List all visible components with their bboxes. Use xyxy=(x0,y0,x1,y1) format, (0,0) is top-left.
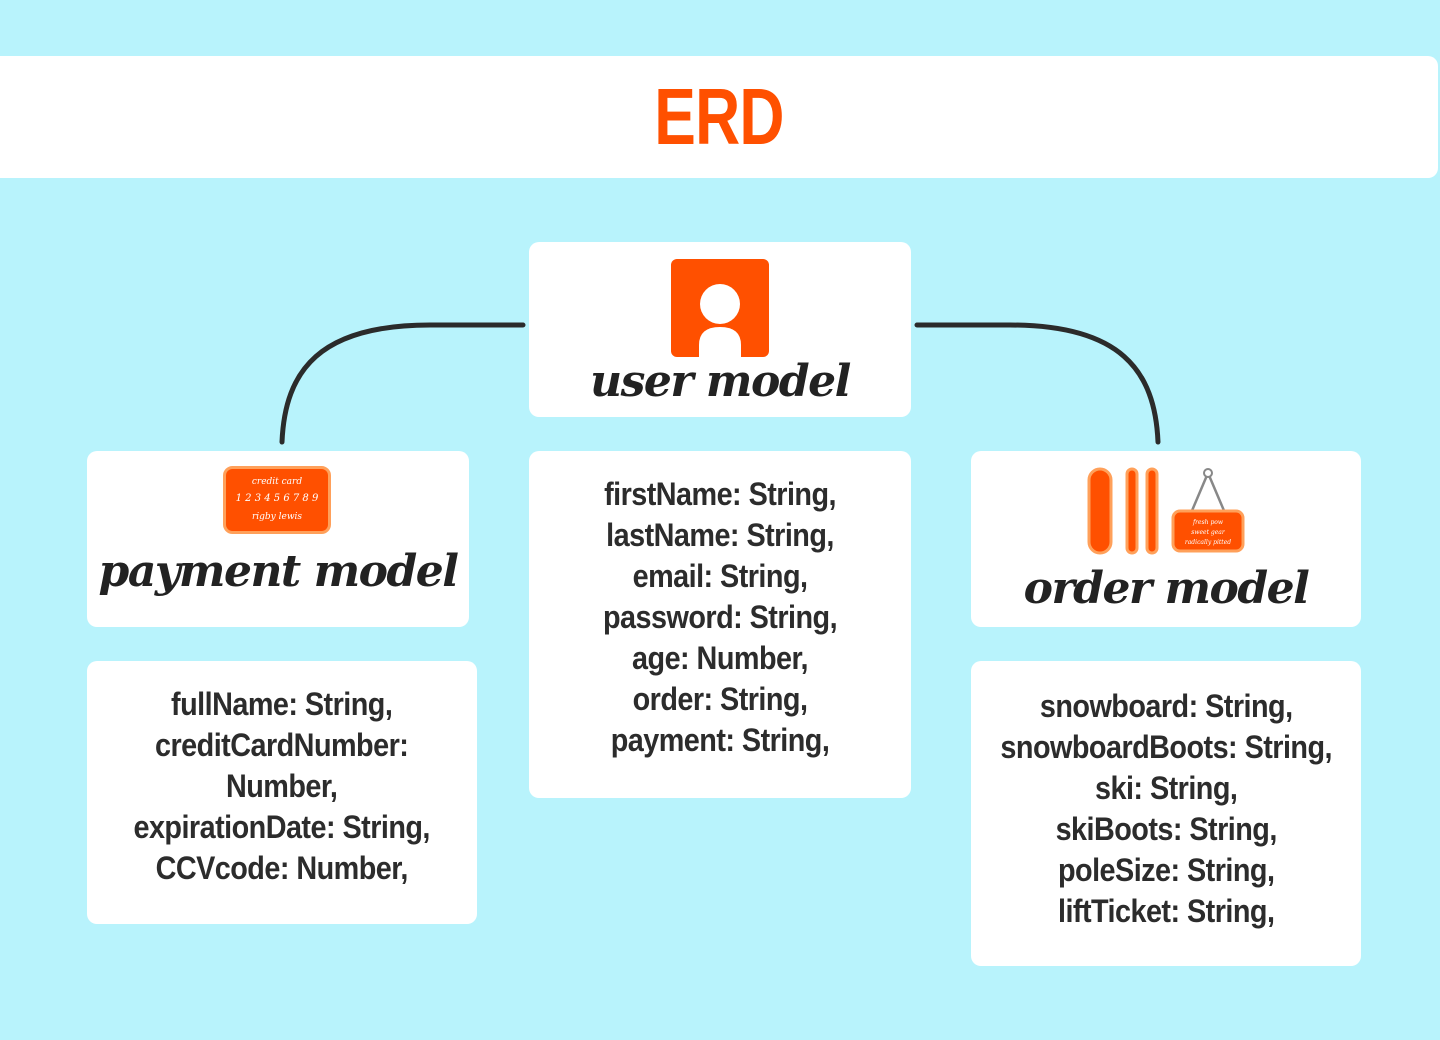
user-field: lastName: String, xyxy=(606,517,834,553)
order-field: liftTicket: String, xyxy=(1057,892,1275,929)
user-field: payment: String, xyxy=(610,722,830,758)
ski-equipment-icon: fresh pow sweet gear radically pitted xyxy=(1087,467,1245,555)
order-field: skiBoots: String, xyxy=(1055,810,1277,847)
order-field: snowboardBoots: String, xyxy=(1000,728,1332,765)
order-field: snowboard: String, xyxy=(1039,687,1293,724)
payment-field: CCVcode: Number, xyxy=(155,850,409,886)
user-field: order: String, xyxy=(632,681,808,717)
payment-model-card: credit card 1 2 3 4 5 6 7 8 9 rigby lewi… xyxy=(87,451,469,627)
order-model-card: fresh pow sweet gear radically pitted or… xyxy=(971,451,1361,627)
sign-text-line1: fresh pow xyxy=(1192,519,1224,526)
sign-text-line3: radically pitted xyxy=(1185,539,1231,546)
user-model-fields: firstName: String, lastName: String, ema… xyxy=(529,451,911,798)
user-field: age: Number, xyxy=(632,640,809,676)
user-model-card: user model xyxy=(529,242,911,417)
payment-model-label: payment model xyxy=(98,546,459,597)
card-text-line1: credit card xyxy=(252,477,302,487)
user-payment-connector xyxy=(279,322,526,445)
order-field: poleSize: String, xyxy=(1057,851,1275,888)
user-field: email: String, xyxy=(632,558,808,594)
user-avatar-icon xyxy=(671,259,769,357)
sign-text-line2: sweet gear xyxy=(1191,529,1226,536)
user-field: password: String, xyxy=(602,599,838,635)
payment-field: fullName: String, xyxy=(171,686,393,722)
order-model-label: order model xyxy=(1023,563,1310,614)
user-order-connector xyxy=(914,322,1161,445)
payment-field: Number, xyxy=(226,768,338,804)
user-model-label: user model xyxy=(590,356,851,407)
card-number: 1 2 3 4 5 6 7 8 9 xyxy=(236,493,319,504)
order-field: ski: String, xyxy=(1094,769,1238,806)
payment-field: expirationDate: String, xyxy=(133,809,431,845)
credit-card-icon: credit card 1 2 3 4 5 6 7 8 9 rigby lewi… xyxy=(223,466,331,534)
card-holder-name: rigby lewis xyxy=(252,512,302,522)
user-field: firstName: String, xyxy=(604,476,836,512)
order-model-fields: snowboard: String, snowboardBoots: Strin… xyxy=(971,661,1361,966)
payment-model-fields: fullName: String, creditCardNumber: Numb… xyxy=(87,661,477,924)
payment-field: creditCardNumber: xyxy=(155,727,409,763)
title-banner: ERD xyxy=(0,56,1438,178)
page-title: ERD xyxy=(654,72,784,161)
